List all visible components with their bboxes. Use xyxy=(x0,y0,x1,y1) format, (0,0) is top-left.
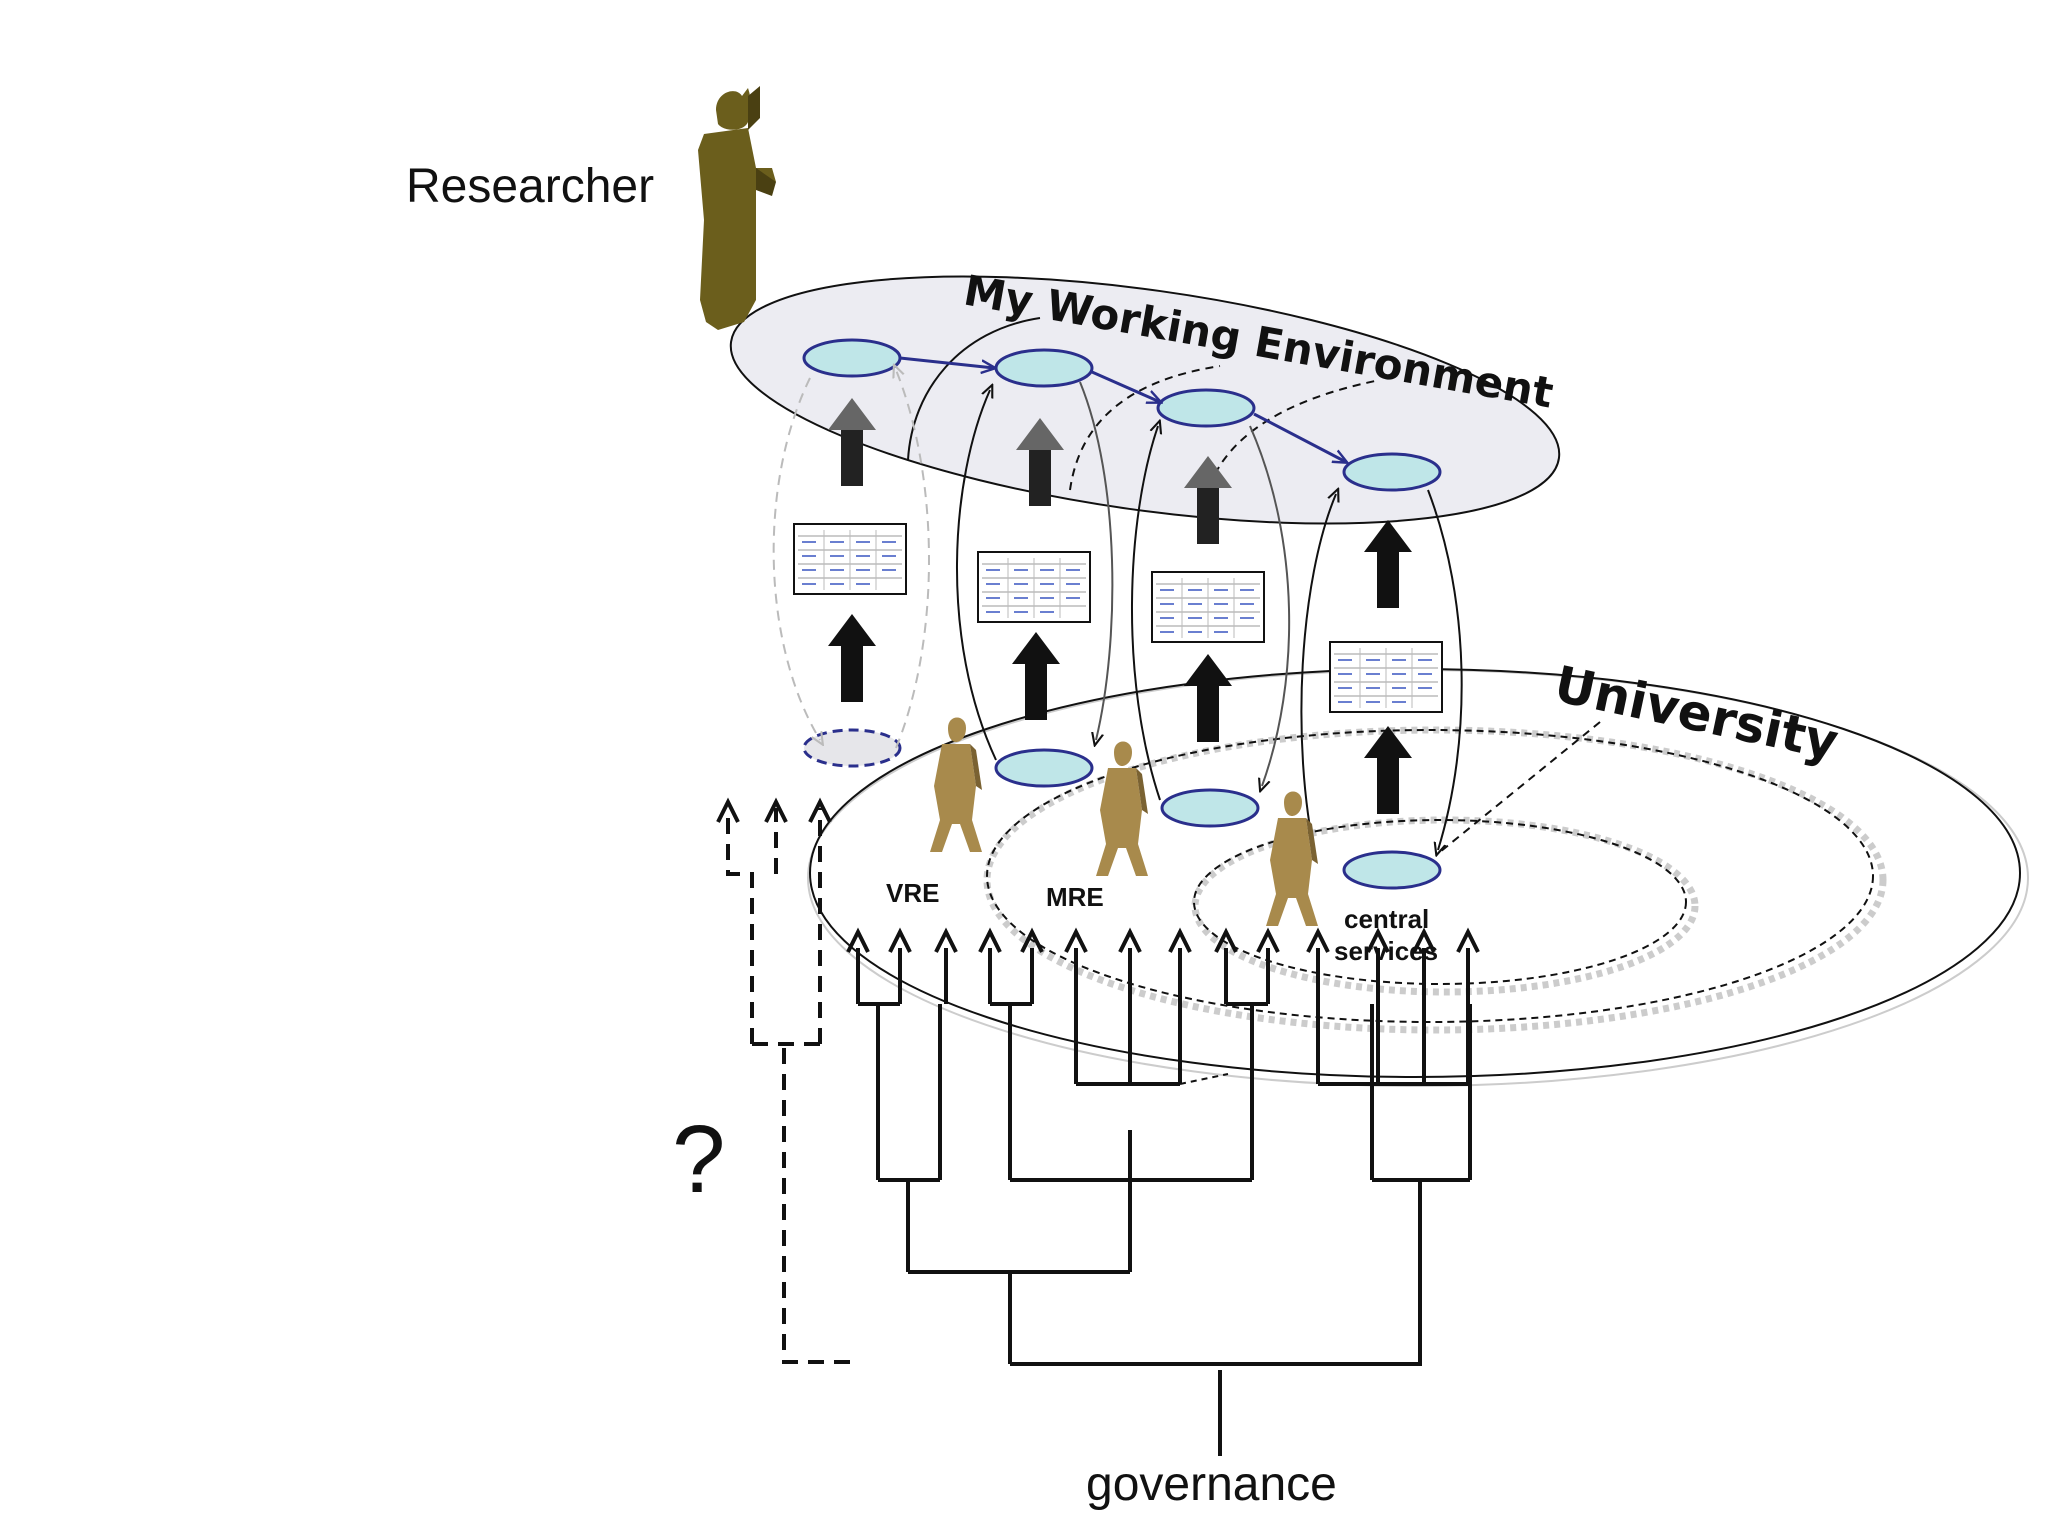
document-table-icon xyxy=(793,523,1443,713)
researcher-label: Researcher xyxy=(406,160,654,213)
layer-connections xyxy=(772,370,1601,861)
governance-tree xyxy=(856,948,1472,1456)
workflow-services xyxy=(802,338,1442,492)
researcher-figure-icon xyxy=(698,86,776,330)
governance-arrowheads xyxy=(846,927,1480,953)
central-services-label-line2: services xyxy=(1334,936,1438,966)
unknown-governance-branch xyxy=(726,808,850,1364)
vre-label: VRE xyxy=(886,878,939,908)
plane-divider-lines xyxy=(907,317,1381,501)
governance-label: governance xyxy=(1086,1458,1337,1511)
university-label: University xyxy=(1550,655,1844,772)
question-mark: ? xyxy=(672,1106,725,1213)
mre-label: MRE xyxy=(1046,882,1104,912)
unknown-branch-arrowheads xyxy=(716,797,832,823)
central-services-label-line1: central xyxy=(1344,904,1429,934)
working-environment-plane xyxy=(729,275,1561,525)
local-services xyxy=(802,728,1442,890)
